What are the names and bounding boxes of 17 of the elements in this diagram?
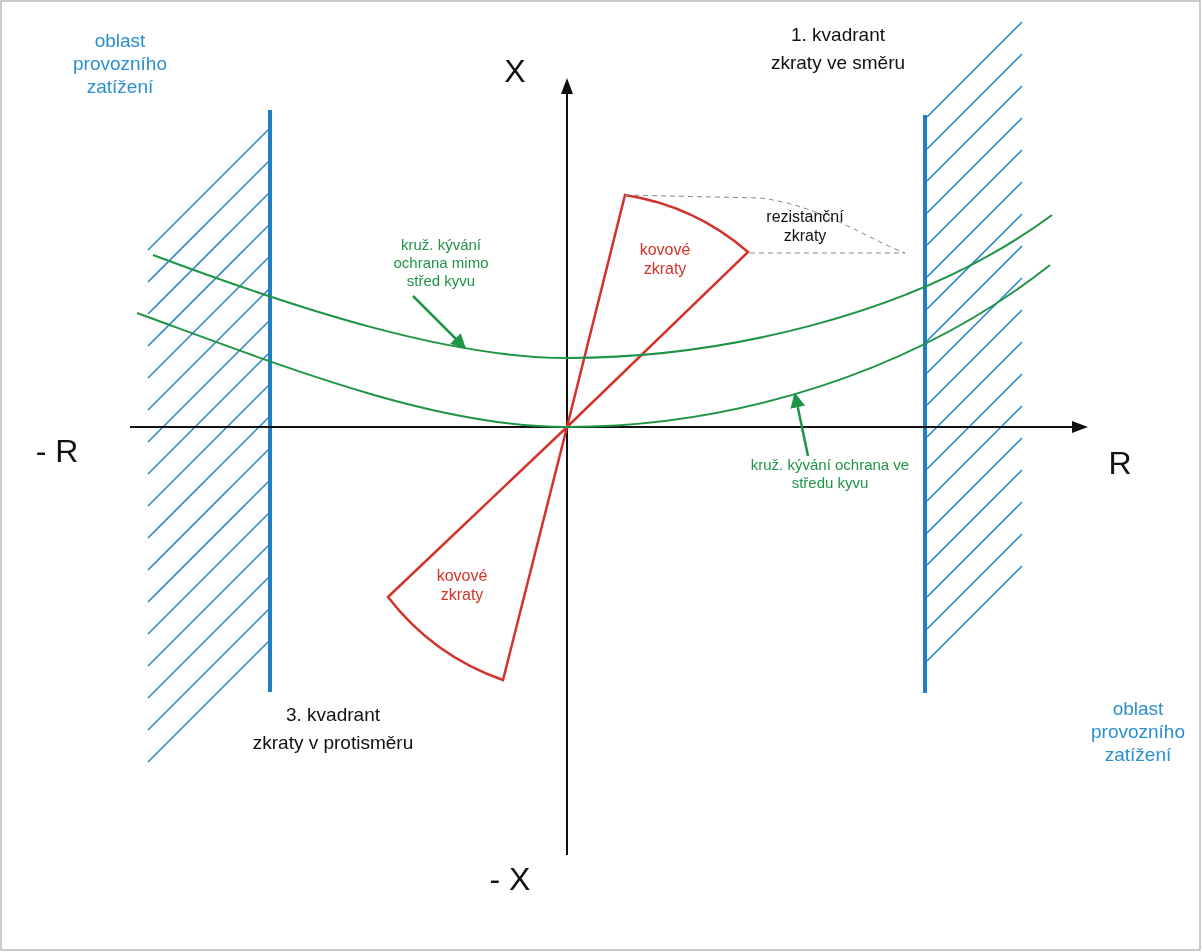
region-caption: oblast provozního zatížení xyxy=(72,30,168,99)
region-caption: oblast provozního zatížení xyxy=(1090,698,1186,767)
quadrant-label: 3. kvadrant xyxy=(285,704,381,727)
annotation-text: kruž. kývání ochrana ve středu kyvu xyxy=(749,456,911,492)
quadrant-label: 1. kvadrant xyxy=(790,24,886,47)
quadrant-label: zkraty ve směru xyxy=(769,52,907,75)
quadrant-label: zkraty v protisměru xyxy=(251,732,415,755)
sector-label: kovové zkraty xyxy=(638,240,692,279)
axis-label: - R xyxy=(34,432,80,471)
leader-arrow xyxy=(412,295,467,350)
region-label: rezistanční zkraty xyxy=(765,207,845,246)
axis-label: R xyxy=(1107,444,1133,483)
axis-label: - X xyxy=(488,860,532,899)
axis-label: X xyxy=(503,52,527,91)
annotation-text: kruž. kývání ochrana mimo střed kyvu xyxy=(392,236,490,290)
leader-arrow xyxy=(790,392,810,457)
sector-label: kovové zkraty xyxy=(435,566,489,605)
